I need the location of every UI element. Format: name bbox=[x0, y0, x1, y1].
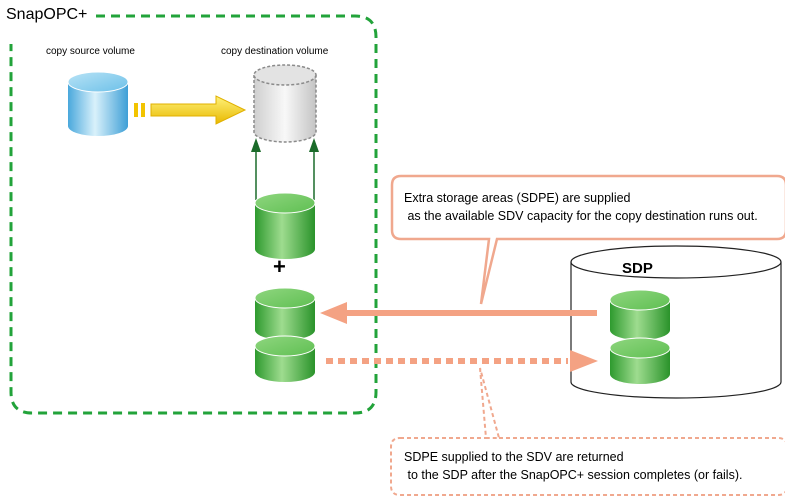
supply-callout-box bbox=[390, 174, 785, 305]
copy-source-label: copy source volume bbox=[46, 46, 135, 57]
copy-destination-label: copy destination volume bbox=[221, 46, 329, 57]
supply-callout-line2: as the available SDV capacity for the co… bbox=[404, 209, 758, 223]
sdp-pool-icon bbox=[570, 245, 782, 399]
plus-sign: + bbox=[273, 254, 286, 279]
return-callout-line1: SDPE supplied to the SDV are returned bbox=[404, 450, 624, 464]
supply-callout-line1: Extra storage areas (SDPE) are supplied bbox=[404, 191, 631, 205]
sdp-sdpe-volume-icon bbox=[609, 337, 671, 384]
sdv-link-arrows bbox=[251, 138, 319, 200]
return-callout-frame bbox=[390, 437, 785, 496]
copy-destination-volume-icon bbox=[253, 64, 317, 143]
return-callout-box bbox=[479, 367, 501, 439]
sdp-sdpe-volume-icon bbox=[609, 289, 671, 340]
sdv-volume-icon bbox=[254, 192, 316, 259]
supply-arrow bbox=[320, 302, 597, 324]
supplied-sdpe-volume-icon bbox=[254, 287, 316, 340]
return-callout-line2: to the SDP after the SnapOPC+ session co… bbox=[404, 468, 743, 482]
snapopc-frame bbox=[9, 14, 378, 415]
diagram-title: SnapOPC+ bbox=[6, 6, 88, 23]
copy-source-volume-icon bbox=[67, 71, 129, 136]
copy-arrow bbox=[134, 95, 247, 125]
return-arrow bbox=[326, 350, 598, 372]
returning-sdpe-volume-icon bbox=[254, 335, 316, 382]
sdp-label: SDP bbox=[622, 260, 653, 277]
